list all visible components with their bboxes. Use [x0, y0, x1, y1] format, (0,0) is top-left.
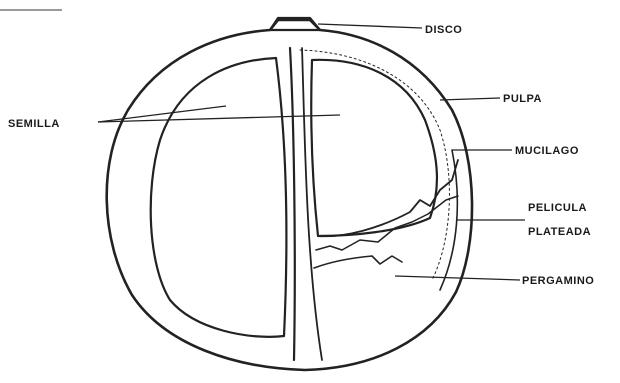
left-seed: [151, 58, 287, 337]
leader-disco: [318, 24, 422, 28]
leader-pergamino: [395, 276, 520, 280]
outer-fruit-outline: [107, 20, 472, 370]
label-pelicula: PELICULA: [528, 202, 587, 214]
label-disco: DISCO: [425, 24, 462, 36]
parchment-line: [314, 256, 402, 268]
central-divider: [290, 48, 295, 360]
label-semilla: SEMILLA: [8, 118, 60, 130]
right-seed: [311, 60, 437, 236]
mucilage-edge: [440, 150, 457, 290]
label-pergamino: PERGAMINO: [522, 275, 594, 287]
label-plateada: PLATEADA: [528, 226, 591, 238]
inner-pulp-edge: [300, 50, 449, 280]
label-pulpa: PULPA: [503, 93, 542, 105]
leader-pulpa: [440, 98, 500, 100]
label-mucilago: MUCILAGO: [515, 145, 579, 157]
